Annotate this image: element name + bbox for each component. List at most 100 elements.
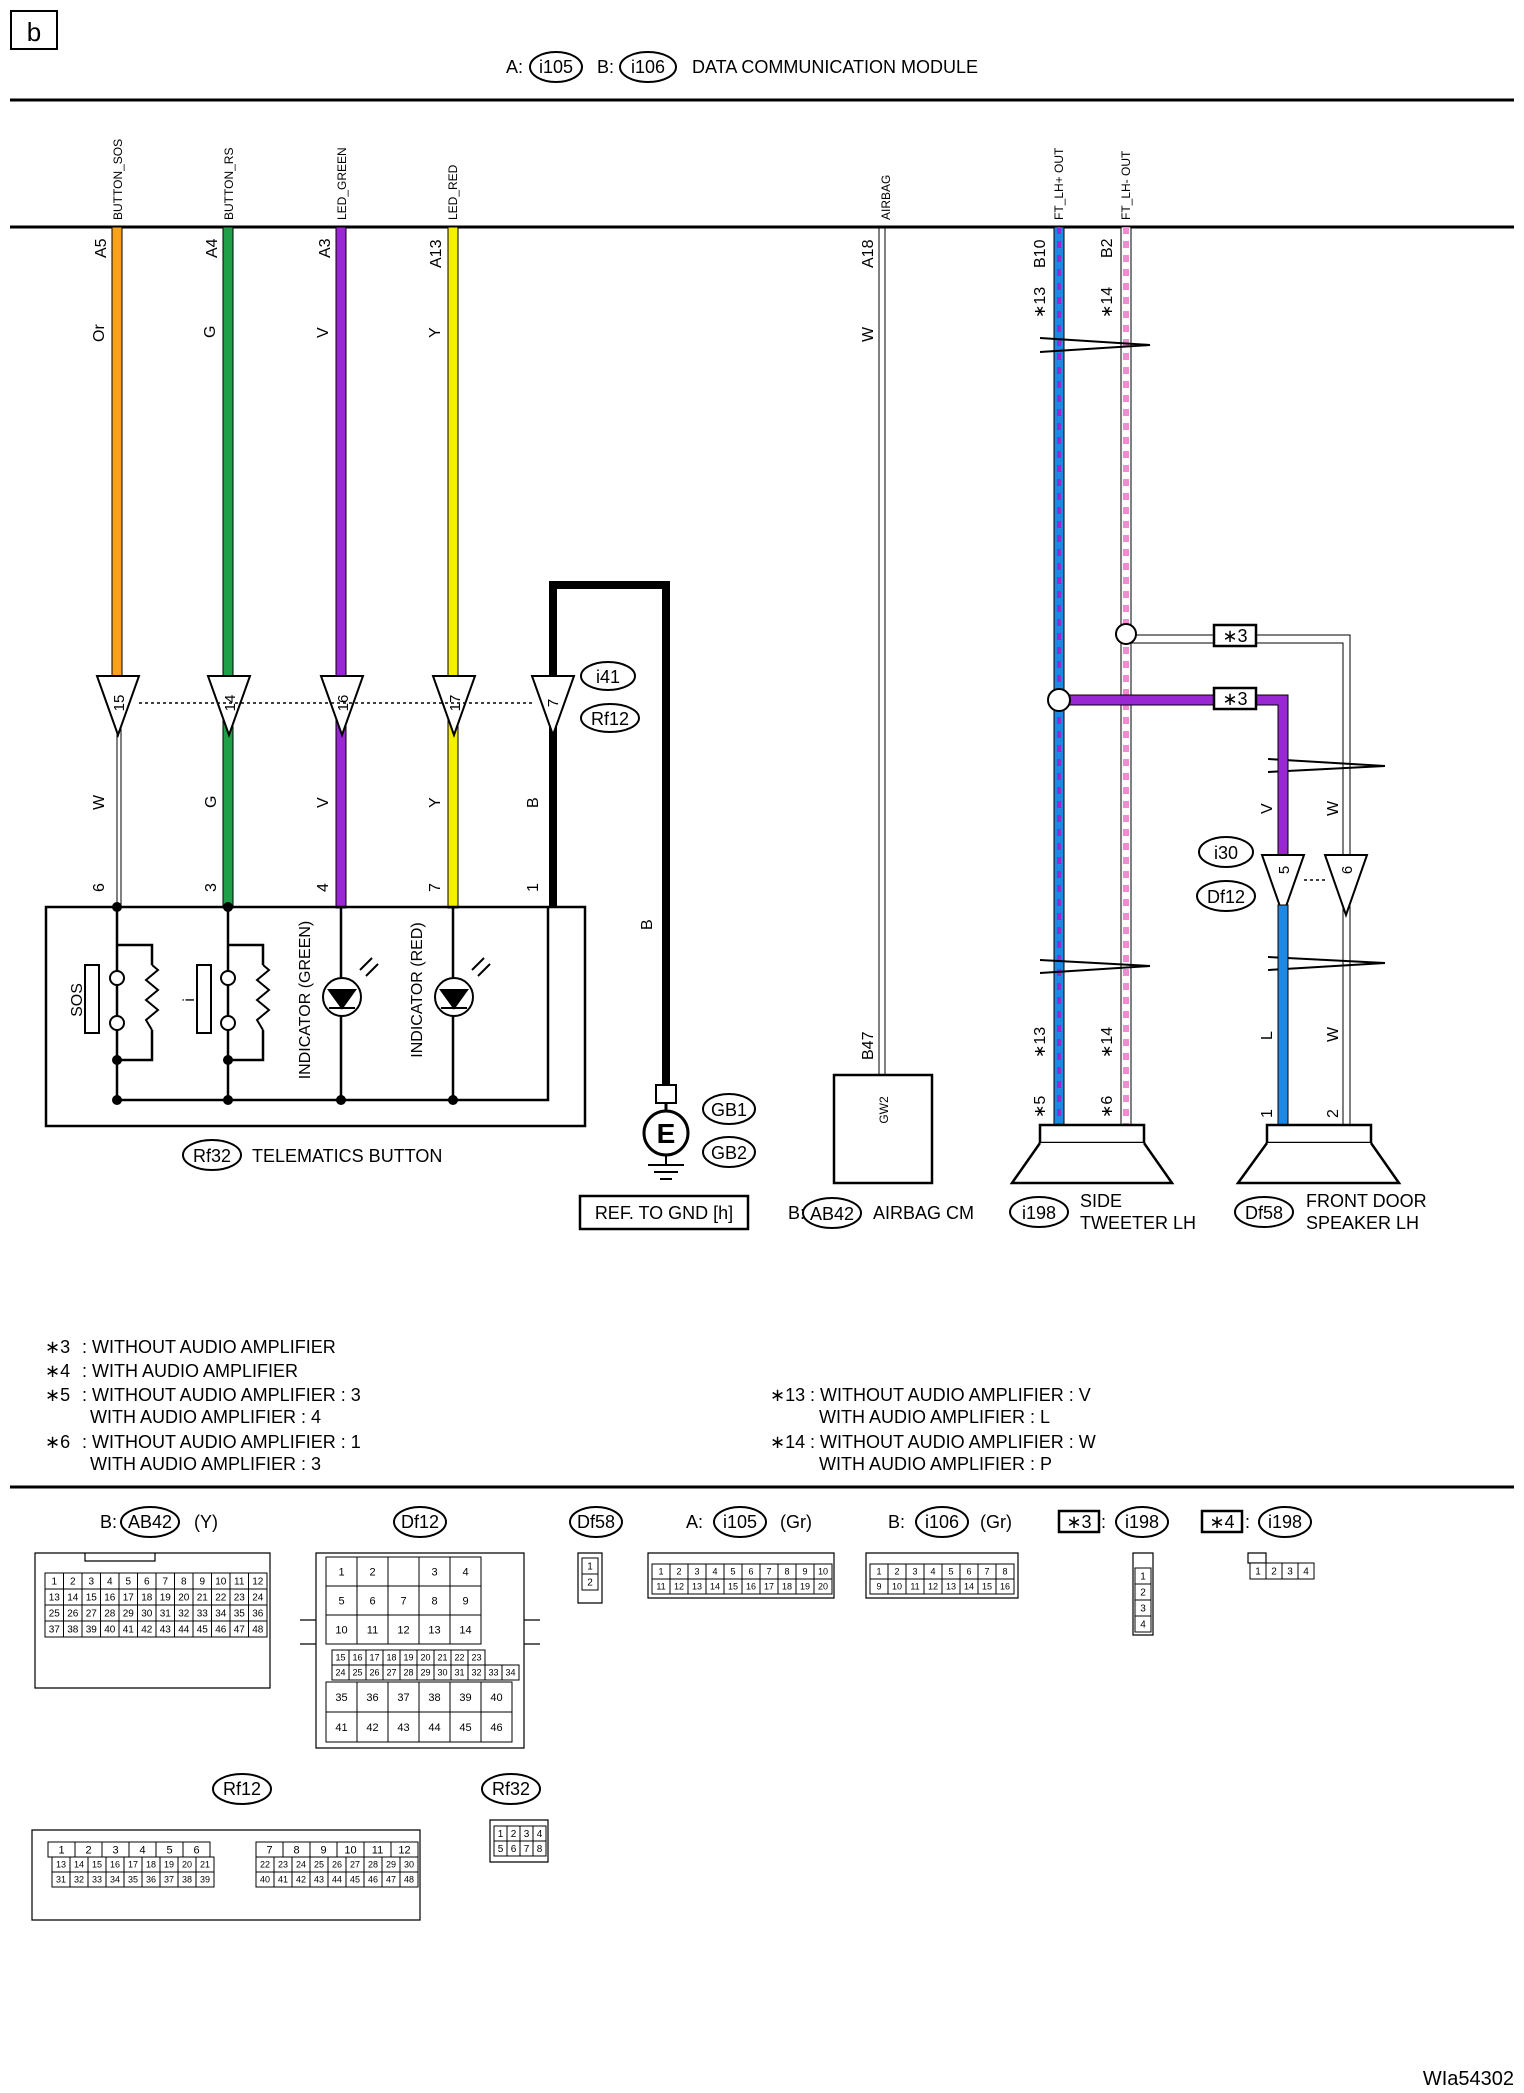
note-3-mark: ∗3 (45, 1337, 70, 1357)
ab42-pin: 39 (86, 1625, 98, 1636)
df58-cell (581, 1573, 599, 1591)
i106-pin: 3 (912, 1567, 917, 1577)
wire-or-label: Or (91, 324, 108, 342)
ab42-pin: 35 (234, 1609, 246, 1620)
btn-pin-3: 3 (203, 883, 220, 892)
module-connector-a: i105 (539, 57, 573, 77)
view-i198-4-mark: ∗4 (1209, 1512, 1234, 1532)
i106-pin: 2 (894, 1567, 899, 1577)
rf12-pin: 43 (314, 1875, 324, 1885)
ab42-pin: 37 (49, 1625, 61, 1636)
df12-pin: 7 (400, 1595, 406, 1607)
airbag-prefix: B: (788, 1203, 805, 1223)
df12-pin: 16 (352, 1653, 362, 1663)
df12-pin: 24 (335, 1668, 345, 1678)
ab42-pin: 41 (123, 1625, 135, 1636)
i106-pin: 7 (984, 1567, 989, 1577)
i105-pin: 17 (764, 1582, 774, 1592)
view-i105-prefix: A: (686, 1512, 703, 1532)
i105-pin: 12 (674, 1582, 684, 1592)
i105-pin: 14 (710, 1582, 720, 1592)
btn-pin-4: 4 (315, 883, 332, 892)
ab42-pin: 2 (70, 1577, 76, 1588)
ab42-pin: 40 (104, 1625, 116, 1636)
view-ab42-color: (Y) (194, 1512, 218, 1532)
rf32-pin: 1 (498, 1829, 504, 1840)
splice-note-3-a: ∗3 (1222, 626, 1247, 646)
df12-pin: 3 (431, 1566, 437, 1578)
ab42-pin: 6 (144, 1577, 150, 1588)
df12-cell (418, 1681, 451, 1713)
note-5: ∗5 (1032, 1096, 1049, 1118)
i106-pin: 12 (928, 1582, 938, 1592)
i105-pin: 18 (782, 1582, 792, 1592)
df12-pin: 21 (437, 1653, 447, 1663)
view-i106-prefix: B: (888, 1512, 905, 1532)
df12-pin: 18 (386, 1653, 396, 1663)
wire-y-red: Y (427, 797, 444, 808)
rf12-pin: 23 (278, 1860, 288, 1870)
i106-pin: 14 (964, 1582, 974, 1592)
module-prefix-a: A: (506, 57, 523, 77)
df12-pin: 31 (454, 1668, 464, 1678)
df12-cell (449, 1681, 482, 1713)
rf32-pin: 2 (511, 1829, 517, 1840)
connector-gb1: GB1 (711, 1100, 747, 1120)
df12-pin: 8 (431, 1595, 437, 1607)
df12-pin: 30 (437, 1668, 447, 1678)
connector-i41: i41 (596, 667, 620, 687)
rf32-pin: 6 (511, 1844, 517, 1855)
note-6: ∗6 (1099, 1096, 1116, 1118)
note-13-top: ∗13 (1032, 287, 1049, 318)
conn-pin-17: 17 (447, 695, 464, 712)
i105-pin: 16 (746, 1582, 756, 1592)
rf32-pin: 5 (498, 1844, 504, 1855)
ab42-pin: 10 (215, 1577, 227, 1588)
ab42-cell (248, 1620, 268, 1638)
wire-b-ground: B (639, 919, 656, 930)
connector-df12: Df12 (1207, 887, 1245, 907)
ab42-pin: 28 (104, 1609, 116, 1620)
speaker-pin-1: 1 (1259, 1109, 1276, 1118)
wire-g-label: G (202, 326, 219, 338)
pin-gw2: GW2 (877, 1096, 891, 1124)
df12-cell (480, 1681, 513, 1713)
rf12-pin: 6 (193, 1844, 199, 1856)
ab42-pin: 42 (141, 1625, 153, 1636)
rf12-pin: 7 (266, 1844, 272, 1856)
rf12-cell (399, 1871, 419, 1888)
signal-ft-lh-pos: FT_LH+ OUT (1052, 147, 1066, 220)
i105-pin: 4 (712, 1567, 717, 1577)
df12-pin: 33 (488, 1668, 498, 1678)
view-i106-color: (Gr) (980, 1512, 1012, 1532)
i106-pin: 9 (876, 1582, 881, 1592)
df12-cell (418, 1614, 451, 1645)
i198-a-pin: 1 (1140, 1572, 1146, 1583)
connector-ab42: AB42 (810, 1204, 854, 1224)
speaker-label-1: FRONT DOOR (1306, 1191, 1427, 1211)
info-label: i (181, 998, 198, 1002)
ab42-pin: 21 (197, 1593, 209, 1604)
i105-pin: 6 (748, 1567, 753, 1577)
ab42-pin: 17 (123, 1593, 135, 1604)
note-4-mark: ∗4 (45, 1361, 70, 1381)
df12-pin: 22 (454, 1653, 464, 1663)
rf12-pin: 5 (166, 1844, 172, 1856)
rf12-pin: 16 (110, 1860, 120, 1870)
connector-df58: Df58 (1245, 1203, 1283, 1223)
df12-cell (501, 1664, 520, 1681)
signal-led-green: LED_GREEN (335, 147, 349, 220)
rf12-pin: 13 (56, 1860, 66, 1870)
module-title: DATA COMMUNICATION MODULE (692, 57, 978, 77)
pin-a18: A18 (860, 239, 877, 268)
df12-pin: 36 (366, 1692, 378, 1704)
i106-pin: 10 (892, 1582, 902, 1592)
df12-cell (387, 1711, 420, 1743)
wire-w-speaker-bottom: W (1325, 1026, 1342, 1042)
conn-pin-7: 7 (545, 699, 562, 707)
rf12-pin: 40 (260, 1875, 270, 1885)
view-ab42-name: AB42 (128, 1512, 172, 1532)
ab42-pin: 12 (252, 1577, 264, 1588)
speaker-conn-pin-6: 6 (1339, 866, 1356, 874)
